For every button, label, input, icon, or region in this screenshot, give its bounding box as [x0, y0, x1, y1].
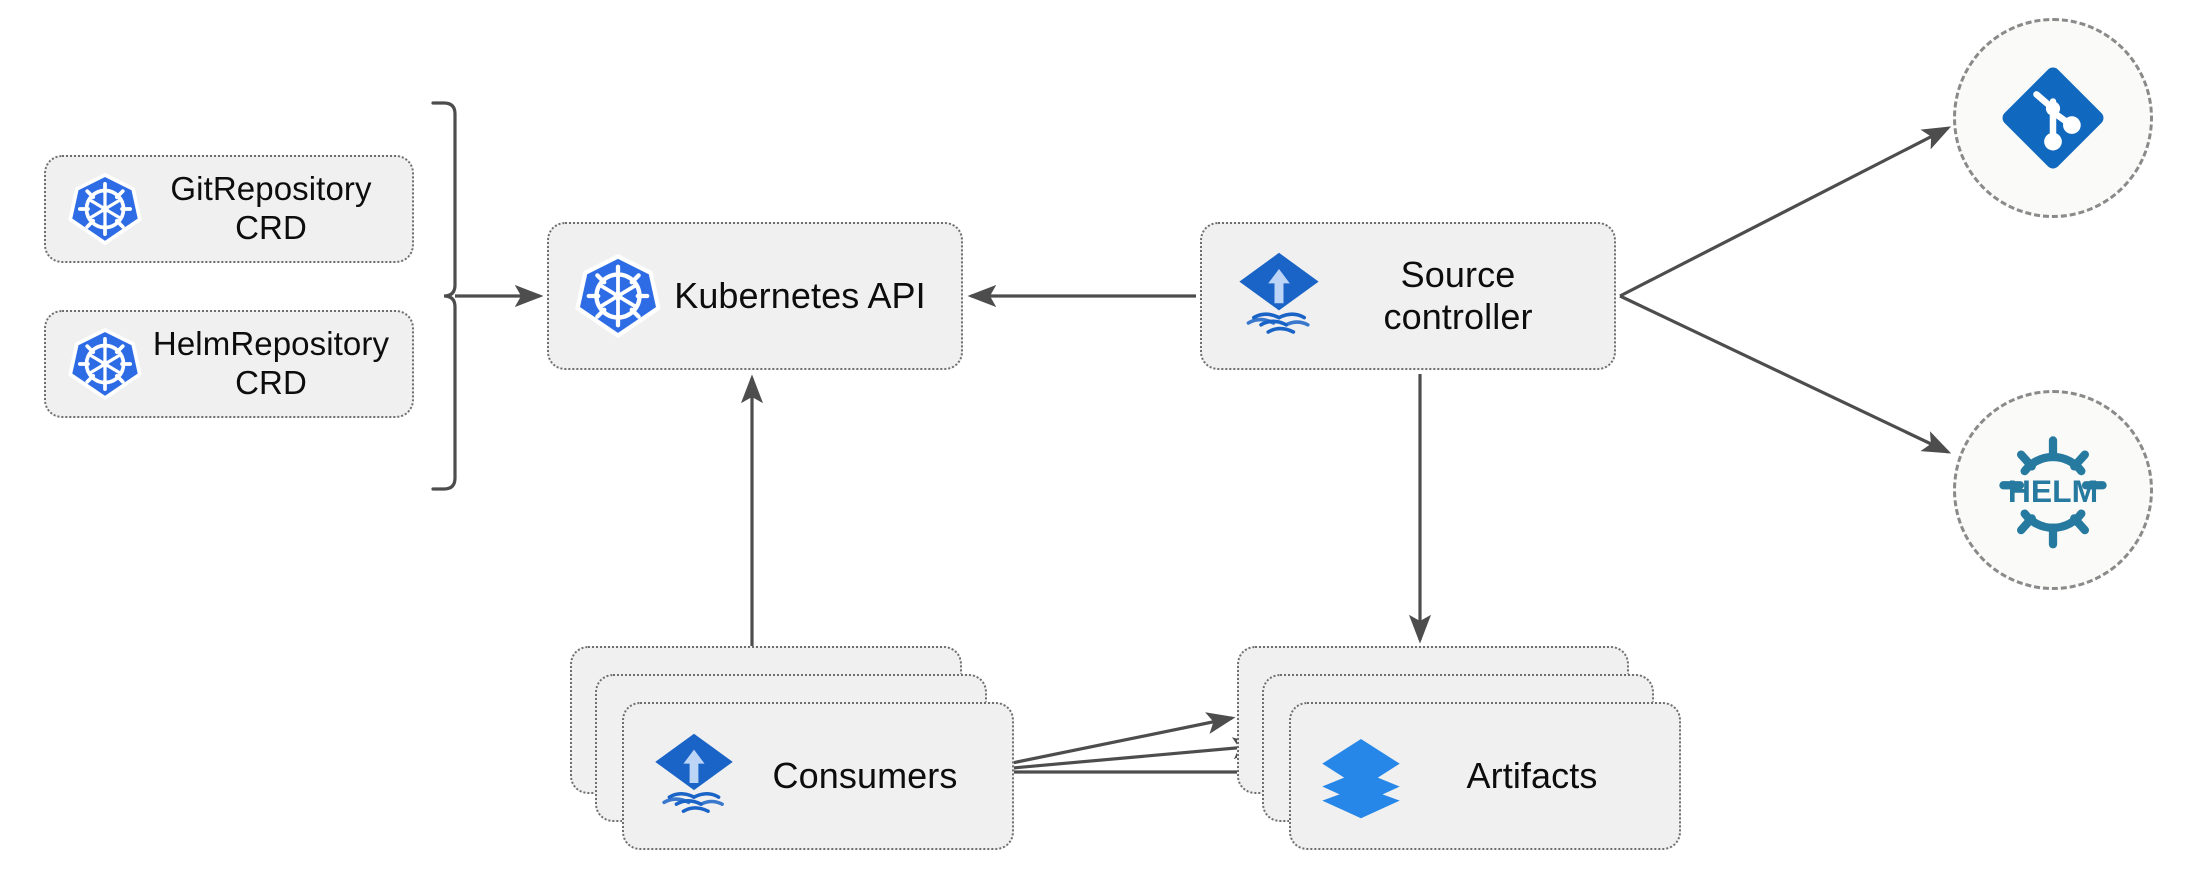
connector-source-controller-to-git-repository [1619, 126, 1952, 298]
helm-wordmark: HELM [2008, 473, 2098, 509]
node-helm-repository-crd[interactable]: HelmRepository CRD [44, 310, 414, 418]
node-git-repository[interactable] [1953, 18, 2153, 218]
node-helm-repository[interactable]: HELM [1953, 390, 2153, 590]
kubernetes-icon [575, 253, 661, 339]
flux-icon [1234, 251, 1324, 341]
node-kubernetes-api[interactable]: Kubernetes API [547, 222, 963, 370]
node-label: Artifacts [1466, 754, 1598, 796]
connector-source-controller-to-helm-repository [1619, 294, 1952, 454]
layers-icon [1317, 732, 1405, 820]
node-source-controller[interactable]: Source controller [1200, 222, 1616, 370]
node-artifacts[interactable]: Artifacts [1289, 702, 1681, 850]
node-label: Consumers [772, 754, 958, 796]
connector-crds-to-kubernetes-api [431, 101, 544, 491]
node-git-repository-crd[interactable]: GitRepository CRD [44, 155, 414, 263]
git-icon [1994, 59, 2112, 177]
flux-icon [650, 732, 738, 820]
helm-icon: HELM [1994, 431, 2112, 549]
node-label: GitRepository CRD [170, 170, 372, 246]
kubernetes-icon [68, 327, 142, 401]
node-label: HelmRepository CRD [152, 325, 390, 401]
node-label: Source controller [1383, 253, 1533, 337]
kubernetes-icon [68, 172, 142, 246]
node-consumers[interactable]: Consumers [622, 702, 1014, 850]
node-label: Kubernetes API [674, 274, 926, 316]
